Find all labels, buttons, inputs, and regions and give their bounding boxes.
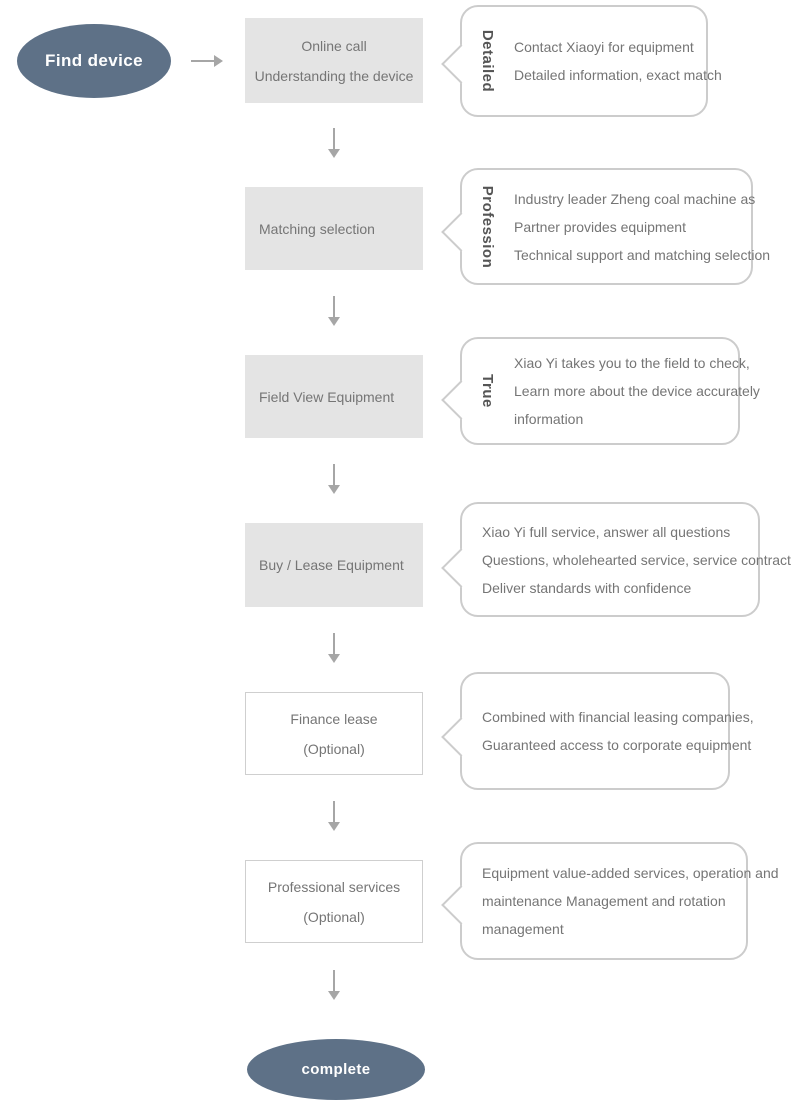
down-arrow-head	[328, 991, 340, 1000]
bubble-text: Equipment value-added services, operatio…	[482, 844, 779, 958]
step-bubble-2: Profession Industry leader Zheng coal mac…	[441, 168, 771, 285]
bubble-tail	[441, 43, 481, 84]
start-node-label: Find device	[45, 51, 143, 70]
bubble-text-line: Questions, wholehearted service, service…	[482, 551, 791, 568]
step-box-label: Finance lease	[290, 710, 378, 727]
down-arrow-head	[328, 654, 340, 663]
bubble-text: Xiao Yi full service, answer all questio…	[482, 504, 791, 615]
step-box-label: (Optional)	[303, 908, 365, 925]
step-box-4: Buy / Lease Equipment	[245, 523, 423, 607]
bubble-side-label: Detailed	[479, 29, 496, 93]
down-arrow-head	[328, 149, 340, 158]
bubble-text-line: Equipment value-added services, operatio…	[482, 865, 779, 881]
down-arrow-icon	[328, 801, 340, 831]
down-arrow-stem	[332, 296, 336, 317]
right-arrow-stem	[191, 59, 214, 63]
bubble-text-line: Guaranteed access to corporate equipment	[482, 737, 752, 753]
end-node-label: complete	[301, 1061, 371, 1078]
step-box-2: Matching selection	[245, 187, 423, 270]
bubble-text-line: Technical support and matching selection	[514, 246, 771, 263]
down-arrow-stem	[332, 801, 336, 822]
bubble-text-line: maintenance Management and rotation	[482, 893, 726, 909]
bubble-side-label: True	[479, 374, 496, 408]
step-box-label: Field View Equipment	[259, 388, 395, 405]
bubble-tail	[441, 716, 481, 757]
bubble-text-line: Combined with financial leasing companie…	[482, 709, 754, 725]
bubble-text-line: Industry leader Zheng coal machine as	[514, 190, 756, 207]
down-arrow-icon	[328, 296, 340, 326]
down-arrow-stem	[332, 464, 336, 485]
step-box-6: Professional services (Optional)	[245, 860, 423, 943]
bubble-text-line: Xiao Yi full service, answer all questio…	[482, 523, 731, 540]
bubble-text-line: Learn more about the device accurately	[514, 383, 760, 399]
step-bubble-6: Equipment value-added services, operatio…	[441, 842, 779, 960]
down-arrow-head	[328, 317, 340, 326]
bubble-text: Xiao Yi takes you to the field to check,…	[514, 339, 760, 443]
bubble-side-label: Profession	[479, 185, 496, 268]
step-box-label: Matching selection	[259, 220, 375, 237]
down-arrow-icon	[328, 633, 340, 663]
down-arrow-stem	[332, 970, 336, 991]
bubble-text-line: information	[514, 411, 584, 427]
down-arrow-head	[328, 822, 340, 831]
bubble-text-line: management	[482, 921, 564, 937]
bubble-text-line: Deliver standards with confidence	[482, 579, 692, 596]
step-box-label: Professional services	[267, 878, 401, 895]
down-arrow-icon	[328, 970, 340, 1000]
step-box-label: Buy / Lease Equipment	[259, 557, 404, 573]
step-bubble-4: Xiao Yi full service, answer all questio…	[441, 502, 791, 617]
bubble-text-line: Xiao Yi takes you to the field to check,	[514, 355, 750, 371]
bubble-tail	[441, 379, 481, 420]
step-bubble-5: Combined with financial leasing companie…	[441, 672, 754, 790]
bubble-tail	[441, 548, 481, 588]
bubble-text: Combined with financial leasing companie…	[482, 674, 754, 788]
down-arrow-icon	[328, 128, 340, 158]
step-box-3: Field View Equipment	[245, 355, 423, 438]
bubble-text: Industry leader Zheng coal machine as Par…	[514, 170, 771, 283]
right-arrow-icon	[191, 55, 223, 67]
bubble-text-line: Contact Xiaoyi for equipment	[514, 39, 694, 55]
bubble-tail	[441, 211, 481, 252]
bubble-tail	[441, 884, 481, 925]
step-box-label: Understanding the device	[254, 67, 414, 84]
end-node: complete	[247, 1039, 425, 1100]
right-arrow-head	[214, 55, 223, 67]
bubble-text-line: Partner provides equipment	[514, 218, 686, 235]
step-box-5: Finance lease (Optional)	[245, 692, 423, 775]
step-box-label: (Optional)	[303, 740, 365, 757]
step-box-label: Online call	[301, 37, 367, 54]
down-arrow-stem	[332, 633, 336, 654]
down-arrow-head	[328, 485, 340, 494]
start-node: Find device	[17, 24, 171, 98]
down-arrow-stem	[332, 128, 336, 149]
down-arrow-icon	[328, 464, 340, 494]
bubble-text-line: Detailed information, exact match	[514, 67, 722, 83]
step-bubble-3: True Xiao Yi takes you to the field to ch…	[441, 337, 760, 445]
